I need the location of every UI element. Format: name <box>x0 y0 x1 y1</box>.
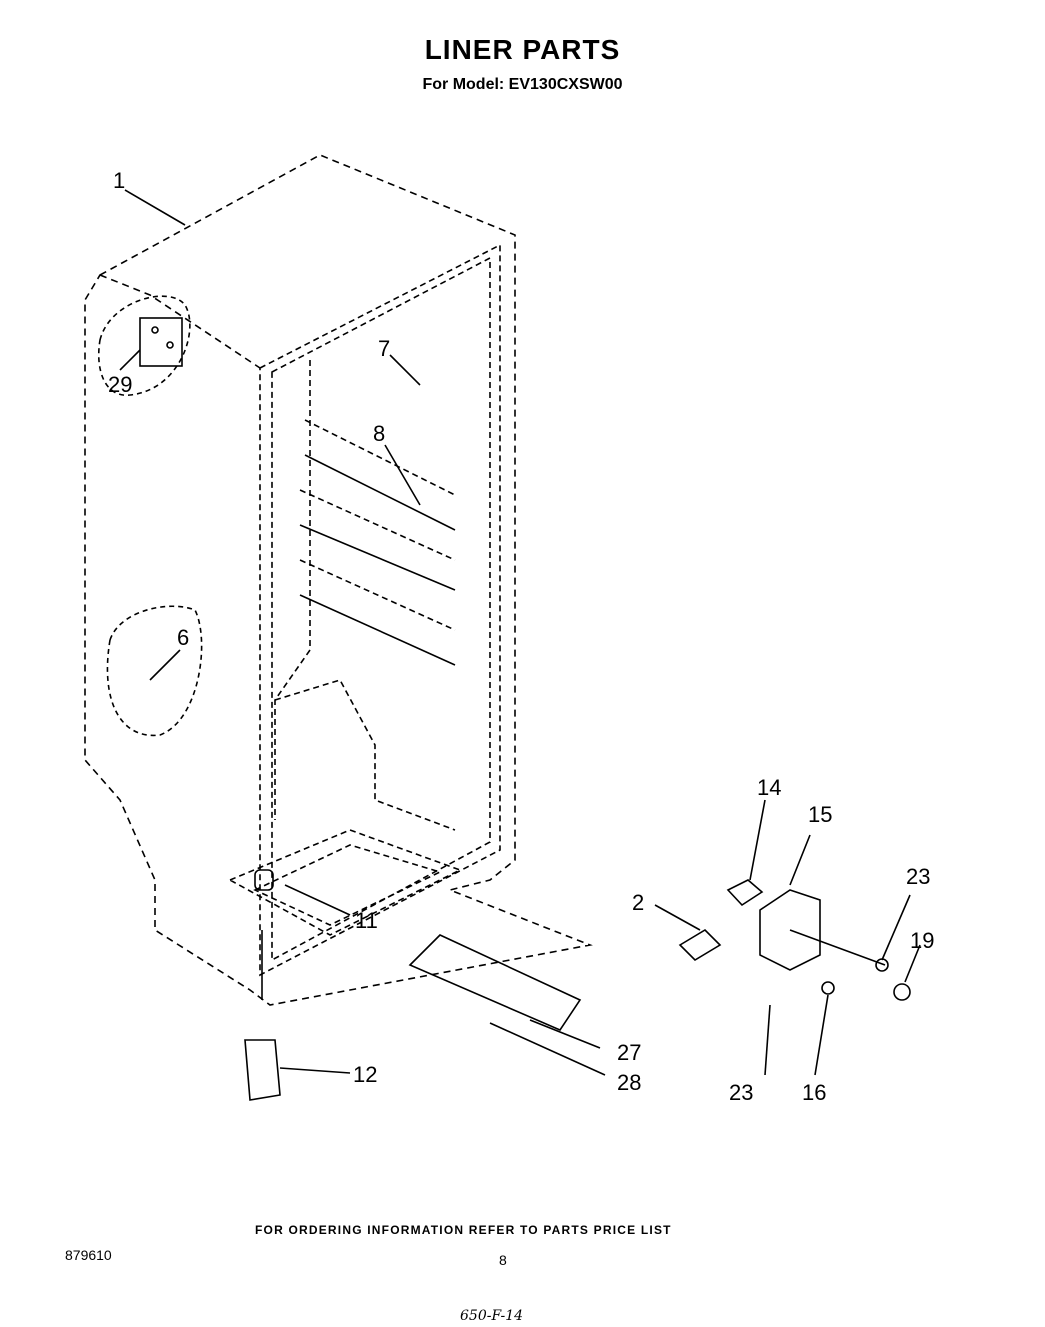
callout-8: 8 <box>373 421 385 446</box>
document-number: 879610 <box>65 1247 112 1263</box>
ordering-info-note: FOR ORDERING INFORMATION REFER TO PARTS … <box>255 1223 672 1237</box>
callout-12: 12 <box>353 1062 377 1087</box>
callout-16: 16 <box>802 1080 826 1105</box>
handwritten-note: 650-F-14 <box>460 1308 524 1324</box>
callout-14: 14 <box>757 775 781 800</box>
callout-27: 27 <box>617 1040 641 1065</box>
callout-23-right: 23 <box>906 864 930 889</box>
page-title: LINER PARTS <box>424 34 621 65</box>
callout-6: 6 <box>177 625 189 650</box>
model-subtitle: For Model: EV130CXSW00 <box>422 76 623 93</box>
callout-1: 1 <box>113 168 125 193</box>
callout-23-bottom: 23 <box>729 1080 753 1105</box>
callout-15: 15 <box>808 802 832 827</box>
callout-28: 28 <box>617 1070 641 1095</box>
callout-2: 2 <box>632 890 644 915</box>
page-number: 8 <box>499 1252 507 1268</box>
callout-19: 19 <box>910 928 934 953</box>
callout-11: 11 <box>355 908 378 933</box>
callout-29: 29 <box>108 372 132 397</box>
callout-7: 7 <box>378 336 390 361</box>
